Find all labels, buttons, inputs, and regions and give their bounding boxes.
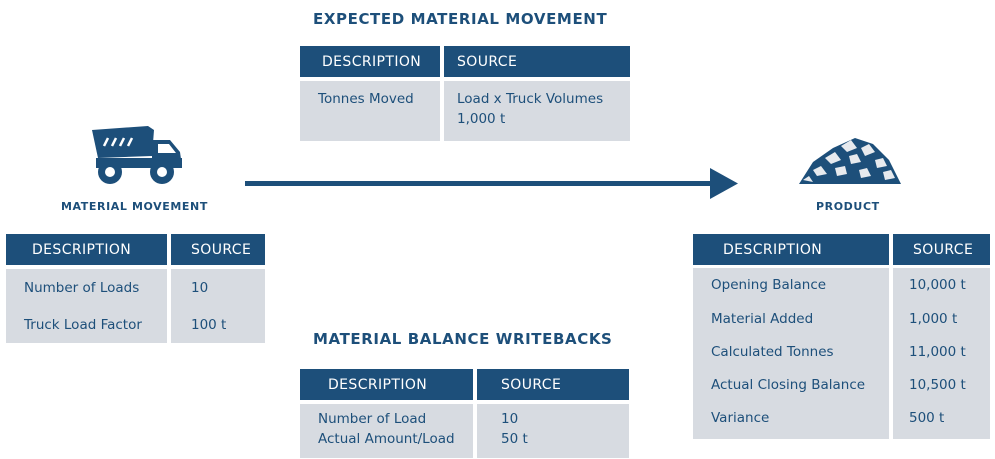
expected-source-line-1: Load x Truck Volumes (457, 91, 604, 107)
flow-arrow (245, 168, 738, 199)
writebacks-source-cell: 10 50 t (477, 404, 629, 458)
product-row-4-source: 10,500 t (893, 368, 990, 401)
ore-pile-icon (799, 138, 901, 184)
product-header-source: SOURCE (893, 234, 990, 265)
dump-truck-icon (92, 126, 182, 184)
expected-description-cell: Tonnes Moved (300, 81, 440, 141)
product-row-4-description: Actual Closing Balance (693, 368, 889, 401)
expected-source-line-2: 1,000 t (457, 111, 506, 127)
writebacks-source-line-2: 50 t (501, 431, 528, 447)
writebacks-header-description: DESCRIPTION (300, 369, 473, 400)
product-row-2-description: Material Added (693, 302, 889, 335)
writebacks-description-cell: Number of Load Actual Amount/Load (300, 404, 473, 458)
writebacks-title: MATERIAL BALANCE WRITEBACKS (313, 330, 613, 348)
product-row-5-description: Variance (693, 401, 889, 439)
writebacks-source-line-1: 10 (501, 411, 519, 427)
product-header-description: DESCRIPTION (693, 234, 889, 265)
movement-row-2-description: Truck Load Factor (6, 306, 167, 343)
writebacks-description-line-2: Actual Amount/Load (318, 431, 455, 447)
movement-header-source: SOURCE (171, 234, 265, 265)
movement-row-1-description: Number of Loads (6, 269, 167, 306)
expected-header-source: SOURCE (444, 46, 630, 77)
writebacks-header-source: SOURCE (477, 369, 629, 400)
product-row-1-source: 10,000 t (893, 268, 990, 302)
expected-source-cell: Load x Truck Volumes 1,000 t (444, 81, 630, 141)
product-row-1-description: Opening Balance (693, 268, 889, 302)
expected-title: EXPECTED MATERIAL MOVEMENT (313, 10, 608, 28)
movement-row-1-source: 10 (171, 269, 265, 306)
product-row-3-source: 11,000 t (893, 335, 990, 368)
expected-header-description: DESCRIPTION (300, 46, 440, 77)
writebacks-description-line-1: Number of Load (318, 411, 427, 427)
material-movement-label: MATERIAL MOVEMENT (61, 200, 208, 213)
product-row-2-source: 1,000 t (893, 302, 990, 335)
movement-header-description: DESCRIPTION (6, 234, 167, 265)
product-row-5-source: 500 t (893, 401, 990, 439)
movement-row-2-source: 100 t (171, 306, 265, 343)
product-label: PRODUCT (816, 200, 880, 213)
product-row-3-description: Calculated Tonnes (693, 335, 889, 368)
